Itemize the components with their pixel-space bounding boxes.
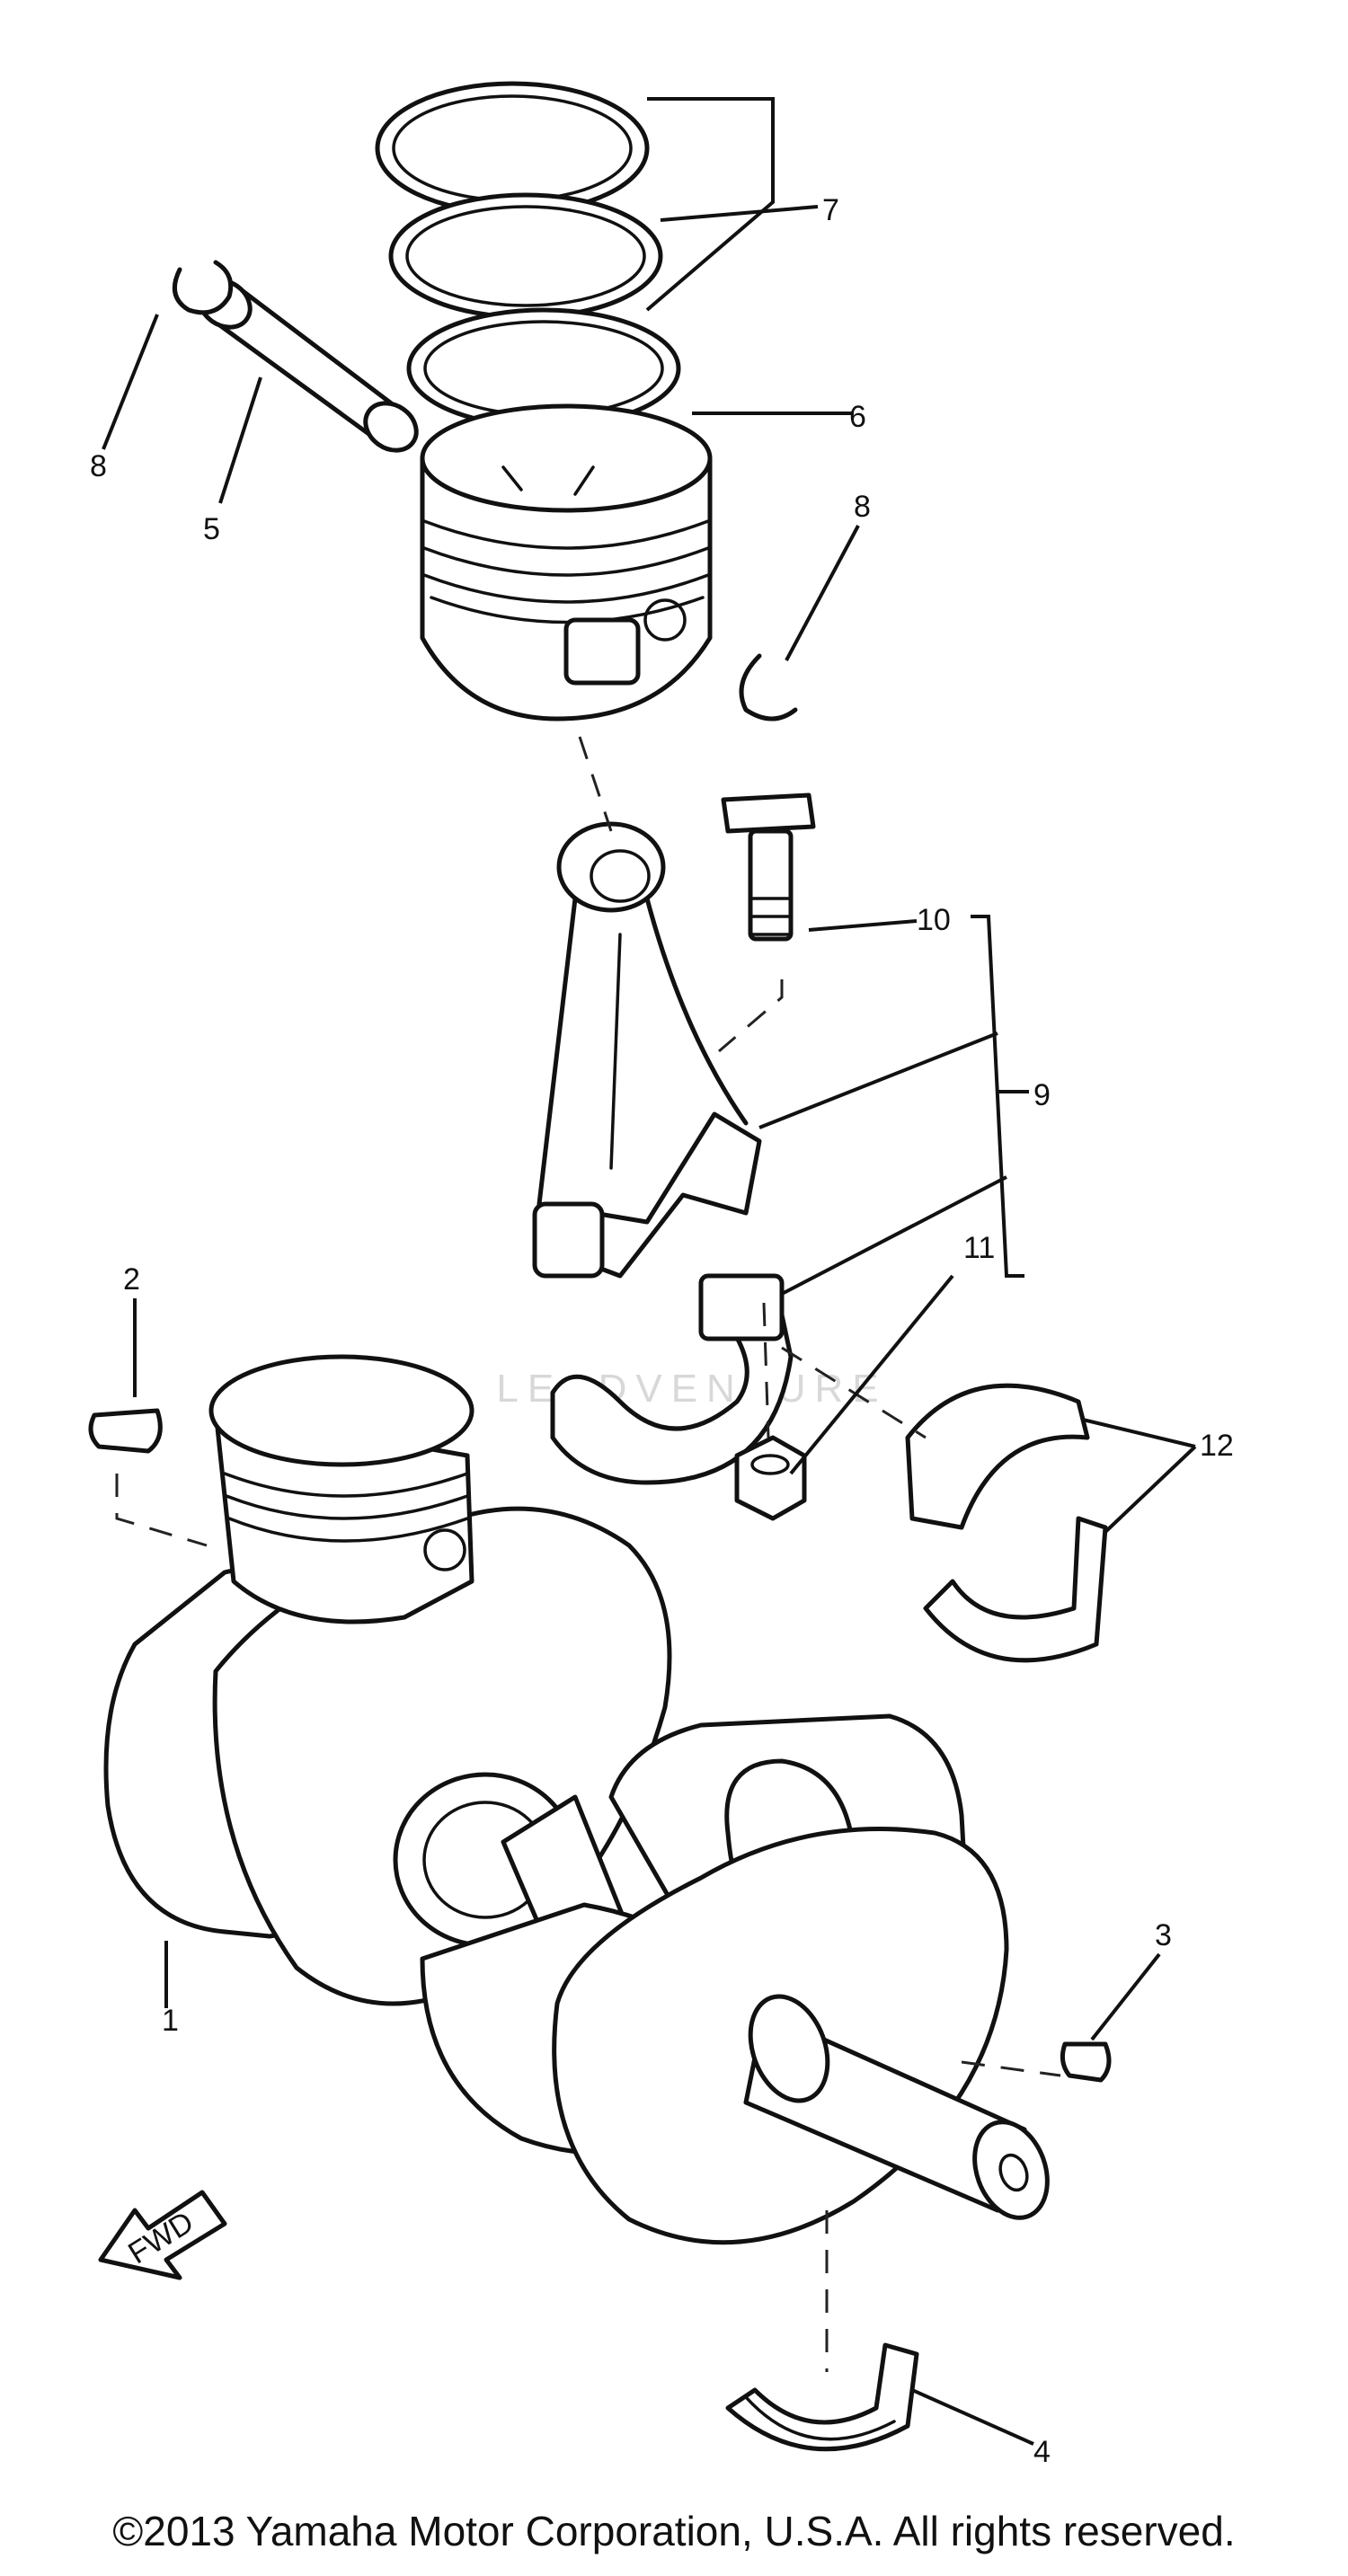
callout-9: 9 — [1033, 1078, 1051, 1112]
circlip-left — [172, 260, 234, 315]
callout-2: 2 — [123, 1262, 140, 1297]
assembly-line-piston-rod — [578, 736, 613, 832]
big-end-bearing-lower — [923, 1516, 1108, 1663]
copyright-notice: ©2013 Yamaha Motor Corporation, U.S.A. A… — [112, 2508, 1236, 2554]
connecting-rod — [532, 821, 762, 1279]
fwd-arrow-icon: FWD — [98, 2190, 227, 2280]
leader-10 — [808, 919, 918, 932]
leader-9a — [758, 1031, 998, 1129]
callout-4: 4 — [1033, 2435, 1051, 2469]
assembly-line-cap-bearing — [781, 1346, 927, 1439]
rod-bolt — [721, 792, 816, 942]
callout-12: 12 — [1200, 1429, 1234, 1463]
leader-4 — [911, 2388, 1034, 2446]
callout-11: 11 — [963, 1231, 995, 1265]
leader-9b — [781, 1175, 1007, 1296]
callout-3: 3 — [1155, 1918, 1172, 1952]
circlip-right — [739, 653, 798, 721]
callout-5: 5 — [203, 512, 220, 546]
piston-rings — [375, 81, 681, 429]
leader-9-bracket — [971, 915, 1024, 1278]
big-end-bearing-upper — [905, 1383, 1090, 1530]
assembly-line-key-right — [961, 2060, 1061, 2077]
assembly-line-nut — [762, 1302, 770, 1438]
assembly-line-bolt — [718, 979, 784, 1053]
leader-7b — [660, 205, 819, 222]
leader-11 — [789, 1274, 954, 1475]
leader-12a — [1082, 1418, 1196, 1448]
woodruff-key-right — [1060, 2041, 1112, 2083]
rod-nut — [734, 1435, 807, 1521]
leader-7 — [645, 97, 775, 312]
woodruff-key-left — [88, 1408, 163, 1454]
leader-3 — [1090, 1952, 1161, 2041]
callout-6: 6 — [849, 400, 866, 434]
leader-12b — [1104, 1445, 1197, 1534]
callout-7: 7 — [822, 193, 839, 227]
piston — [420, 403, 713, 721]
callout-8-right: 8 — [854, 490, 871, 524]
crankshaft — [103, 1354, 1050, 2245]
leader-8b — [785, 525, 860, 661]
main-bearing — [725, 2342, 919, 2452]
leader-8a — [102, 314, 159, 450]
rod-cap — [550, 1273, 794, 1485]
callout-10: 10 — [917, 903, 951, 937]
callout-1: 1 — [162, 2004, 179, 2038]
assembly-line-key-left — [115, 1474, 208, 1547]
callout-8-left: 8 — [90, 449, 107, 483]
leader-5 — [218, 376, 262, 504]
